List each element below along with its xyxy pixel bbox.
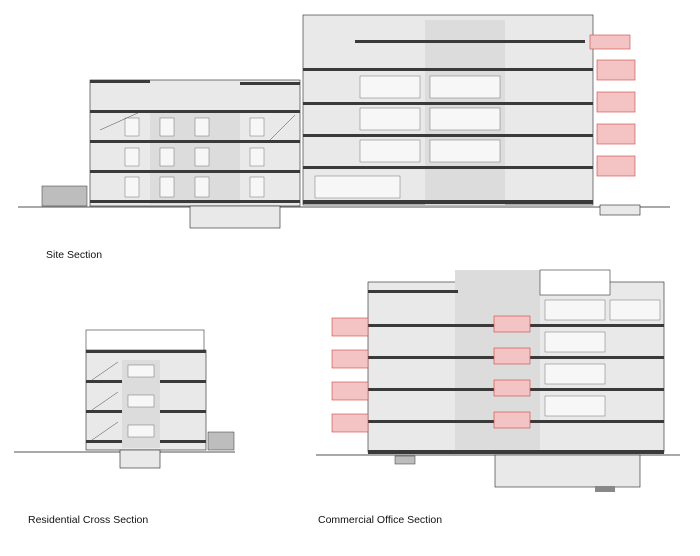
site-section-drawing xyxy=(18,14,670,229)
site-section-caption: Site Section xyxy=(46,249,103,261)
residential-cross-section-caption: Residential Cross Section xyxy=(28,514,149,526)
commercial-office-section-drawing xyxy=(316,269,680,492)
residential-cross-section-drawing xyxy=(14,329,235,469)
commercial-office-section-caption: Commercial Office Section xyxy=(318,514,443,526)
